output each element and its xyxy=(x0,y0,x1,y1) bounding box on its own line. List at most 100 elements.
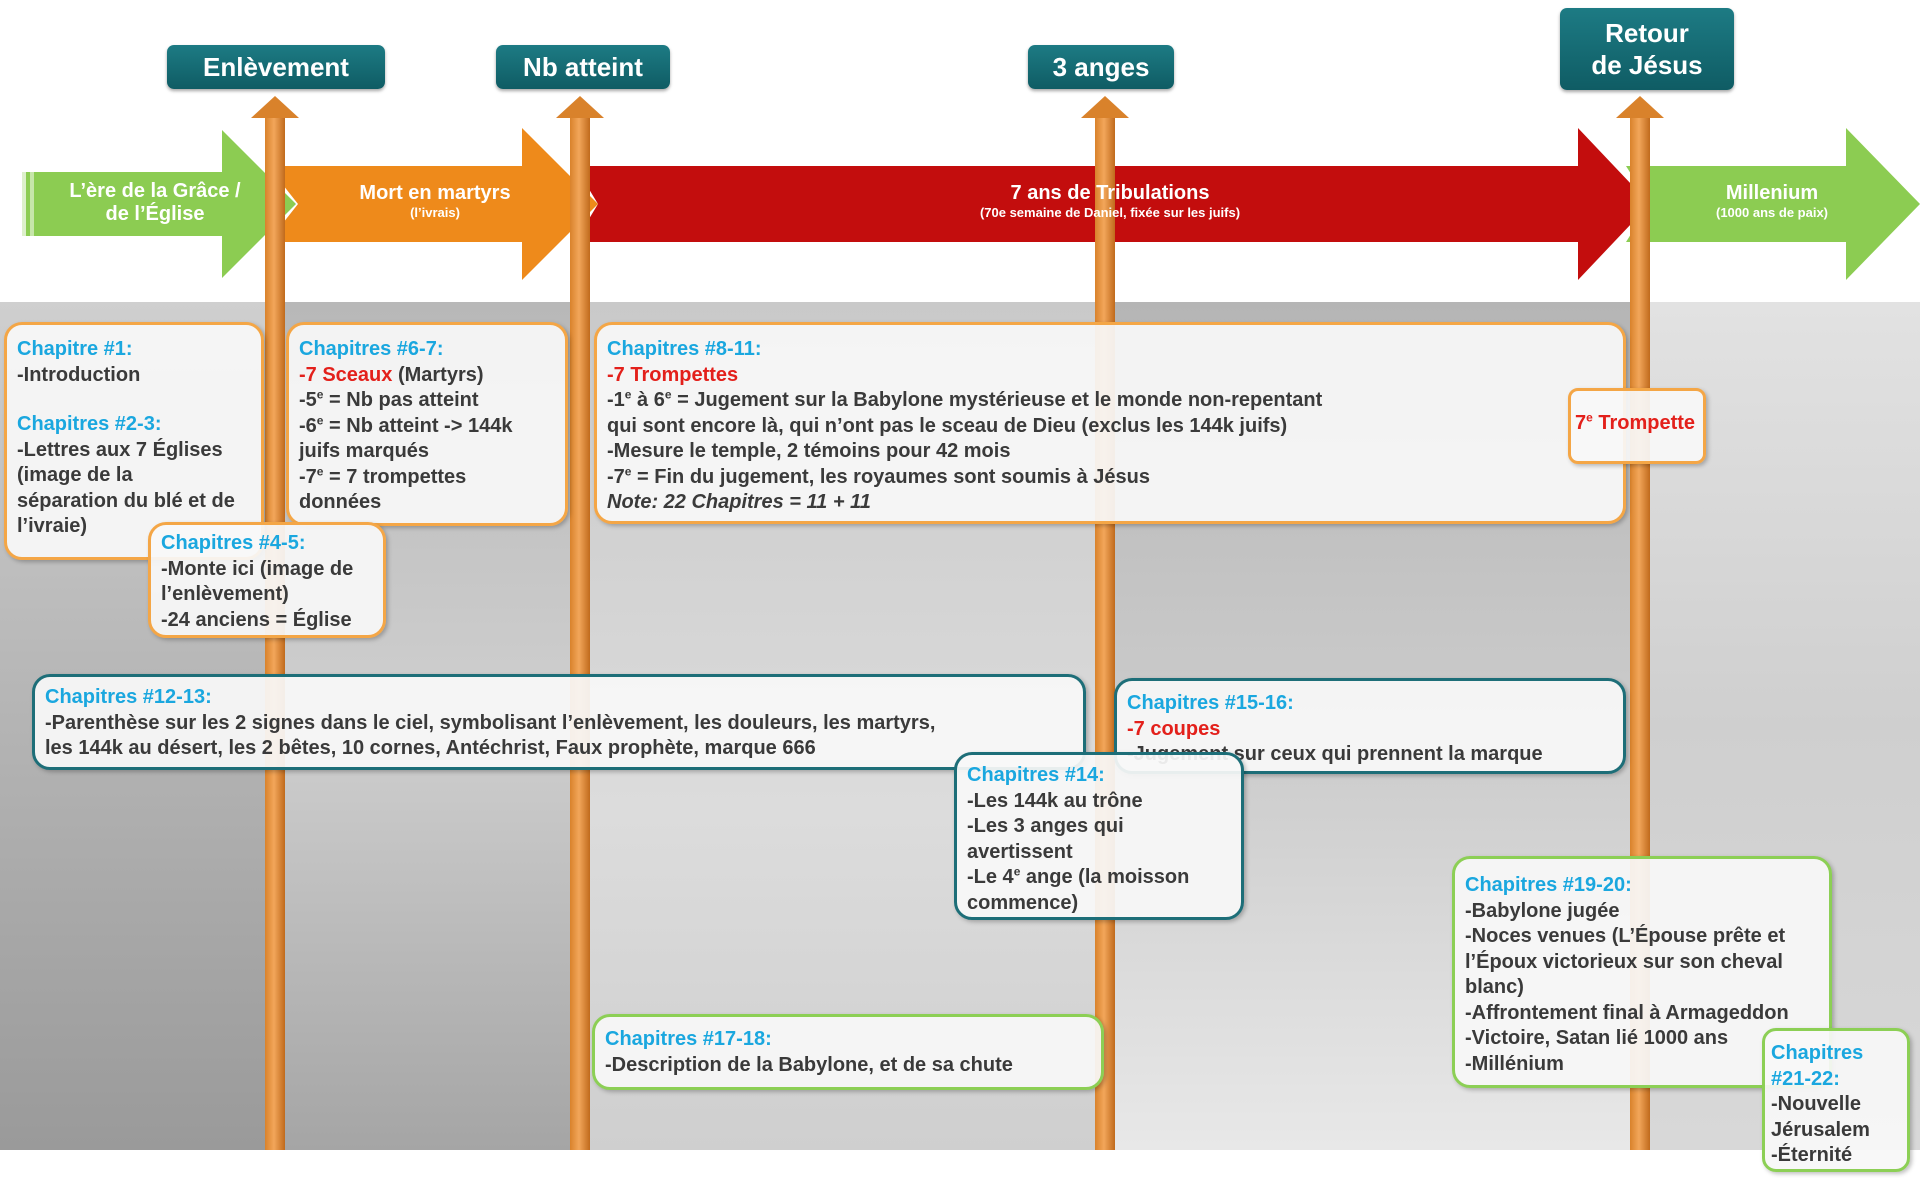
ch1213-l2: les 144k au désert, les 2 bêtes, 10 corn… xyxy=(45,737,816,759)
ch811-l3: qui sont encore là, qui n’ont pas le sce… xyxy=(607,414,1288,437)
ch67-l2a: -5 xyxy=(299,389,317,411)
ch811-l4: -Mesure le temple, 2 témoins pour 42 moi… xyxy=(607,440,1011,462)
ch1920-title: Chapitres #19-20: xyxy=(1465,874,1632,896)
era-label-grace: L’ère de la Grâce / de l’Église xyxy=(40,180,270,226)
ch14-l4b: ange (la moisson xyxy=(1020,866,1190,888)
martyrs-title: Mort en martyrs xyxy=(359,182,511,204)
box-chapters-8-11: Chapitres #8-11: -7 Trompettes -1e à 6e … xyxy=(594,322,1626,524)
ch811-l2sup1: e xyxy=(624,387,632,402)
retour-line1: Retour xyxy=(1605,18,1689,48)
ch1920-l1: -Babylone jugée xyxy=(1465,899,1620,922)
retour-line2: de Jésus xyxy=(1591,50,1703,80)
trib-title: 7 ans de Tribulations xyxy=(1010,182,1210,204)
ch45-title: Chapitres #4-5: xyxy=(161,532,306,554)
ch67-l2sup: e xyxy=(316,387,324,402)
arrow-martyrs xyxy=(268,128,598,280)
ch45-l3: -24 anciens = Église xyxy=(161,608,352,631)
milestone-nb-atteint: Nb atteint xyxy=(496,45,670,89)
ch1920-l6: -Victoire, Satan lié 1000 ans xyxy=(1465,1027,1729,1049)
box-chapters-19-20: Chapitres #19-20: -Babylone jugée -Noces… xyxy=(1452,856,1832,1088)
box-chapters-6-7: Chapitres #6-7: -7 Sceaux (Martyrs) -5e … xyxy=(286,322,568,526)
ch67-l2b: = Nb pas atteint xyxy=(323,389,479,411)
ch1920-l7: -Millénium xyxy=(1465,1052,1564,1075)
t7-b: Trompette xyxy=(1592,412,1696,434)
post-nb-atteint xyxy=(556,96,604,1150)
ch1-l1: -Introduction xyxy=(17,363,141,386)
ch23-l2: (image de la xyxy=(17,464,133,486)
ch67-l4: juifs marqués xyxy=(299,440,430,462)
ch14-l5: commence) xyxy=(967,891,1079,914)
ch67-l1-red: -7 Sceaux xyxy=(299,363,393,386)
ch67-title: Chapitres #6-7: xyxy=(299,338,444,360)
box-chapter-14: Chapitres #14: -Les 144k au trône -Les 3… xyxy=(954,752,1244,920)
grace-line2: de l’Église xyxy=(105,203,205,225)
ch1718-l1: -Description de la Babylone, et de sa ch… xyxy=(605,1053,1013,1076)
era-label-martyrs: Mort en martyrs (l’ivrais) xyxy=(320,182,550,220)
ch67-l5a: -7 xyxy=(299,465,317,488)
ch14-l1: -Les 144k au trône xyxy=(967,789,1143,812)
ch811-l5a: -7 xyxy=(607,465,625,488)
ch1920-l5: -Affrontement final à Armageddon xyxy=(1465,1001,1789,1024)
ch811-l5sup: e xyxy=(624,463,632,478)
ch811-l5b: = Fin du jugement, les royaumes sont sou… xyxy=(631,465,1150,488)
mill-title: Millenium xyxy=(1725,182,1819,204)
ch14-l3: avertissent xyxy=(967,840,1073,863)
ch14-title: Chapitres #14: xyxy=(967,764,1105,786)
t7-a: 7 xyxy=(1575,412,1587,434)
ch1516-l1: -7 coupes xyxy=(1127,717,1221,740)
ch14-l4a: -Le 4 xyxy=(967,866,1014,888)
ch2122-l1: -Nouvelle xyxy=(1771,1093,1862,1115)
ch23-l4: l’ivraie) xyxy=(17,515,88,537)
ch1920-l3: l’Époux victorieux sur son cheval xyxy=(1465,950,1783,973)
ch811-l1: -7 Trompettes xyxy=(607,363,739,386)
ch2122-l2: Jérusalem xyxy=(1771,1118,1870,1141)
arrow-grace xyxy=(22,130,296,278)
milestone-enlevement: Enlèvement xyxy=(167,45,385,89)
ch67-l3b: = Nb atteint -> 144k xyxy=(323,414,513,437)
ch811-l2c: = Jugement sur la Babylone mystérieuse e… xyxy=(671,389,1323,411)
ch67-l6: données xyxy=(299,491,382,513)
ch67-l3a: -6 xyxy=(299,414,317,437)
ch45-l1: -Monte ici (image de xyxy=(161,557,354,580)
box-chapters-21-22: Chapitres #21-22: -Nouvelle Jérusalem -É… xyxy=(1762,1028,1910,1172)
milestone-retour-jesus: Retour de Jésus xyxy=(1560,8,1734,90)
box-chapters-1-3: Chapitre #1: -Introduction Chapitres #2-… xyxy=(4,322,264,560)
ch14-l2: -Les 3 anges qui xyxy=(967,815,1124,837)
post-3-anges xyxy=(1081,96,1129,1150)
ch811-l2sup2: e xyxy=(664,387,672,402)
ch1920-l4: blanc) xyxy=(1465,976,1524,998)
ch23-l1: -Lettres aux 7 Églises xyxy=(17,438,223,461)
grace-line1: L’ère de la Grâce / xyxy=(69,180,241,202)
ch1516-title: Chapitres #15-16: xyxy=(1127,692,1294,714)
ch23-title: Chapitres #2-3: xyxy=(17,413,162,435)
ch67-l1-rest: (Martyrs) xyxy=(392,363,484,386)
ch45-l2: l’enlèvement) xyxy=(161,583,289,605)
ch67-l3sup: e xyxy=(316,412,324,427)
ch811-l2a: -1 xyxy=(607,389,625,411)
t7-sup: e xyxy=(1586,410,1593,425)
ch1-title: Chapitre #1: xyxy=(17,338,133,360)
ch811-l2b: à 6 xyxy=(631,389,665,411)
ch67-l5sup: e xyxy=(316,463,324,478)
box-chapters-17-18: Chapitres #17-18: -Description de la Bab… xyxy=(592,1014,1104,1090)
ch2122-title2: #21-22: xyxy=(1771,1067,1840,1090)
arrow-millenium xyxy=(1626,128,1920,280)
ch1920-l2: -Noces venues (L’Épouse prête et xyxy=(1465,925,1786,947)
ch811-title: Chapitres #8-11: xyxy=(607,338,762,360)
milestone-3-anges: 3 anges xyxy=(1028,45,1174,89)
ch811-l6: Note: 22 Chapitres = 11 + 11 xyxy=(607,491,871,513)
era-label-millenium: Millenium (1000 ans de paix) xyxy=(1672,182,1872,220)
ch1718-title: Chapitres #17-18: xyxy=(605,1028,772,1050)
ch2122-l3: -Éternité xyxy=(1771,1144,1853,1166)
martyrs-sub: (l’ivrais) xyxy=(410,205,460,220)
box-7e-trompette: 7e Trompette xyxy=(1568,388,1706,464)
ch14-l4sup: e xyxy=(1013,864,1021,879)
ch2122-title1: Chapitres xyxy=(1771,1042,1864,1064)
trib-sub: (70e semaine de Daniel, fixée sur les ju… xyxy=(979,205,1241,220)
ch67-l5b: = 7 trompettes xyxy=(323,465,467,488)
box-chapters-12-13: Chapitres #12-13: -Parenthèse sur les 2 … xyxy=(32,674,1086,770)
box-chapters-15-16: Chapitres #15-16: -7 coupes -Jugement su… xyxy=(1114,678,1626,774)
mill-sub: (1000 ans de paix) xyxy=(1716,205,1828,220)
ch1213-l1: -Parenthèse sur les 2 signes dans le cie… xyxy=(45,711,936,734)
era-label-tribulation: 7 ans de Tribulations (70e semaine de Da… xyxy=(760,182,1460,220)
